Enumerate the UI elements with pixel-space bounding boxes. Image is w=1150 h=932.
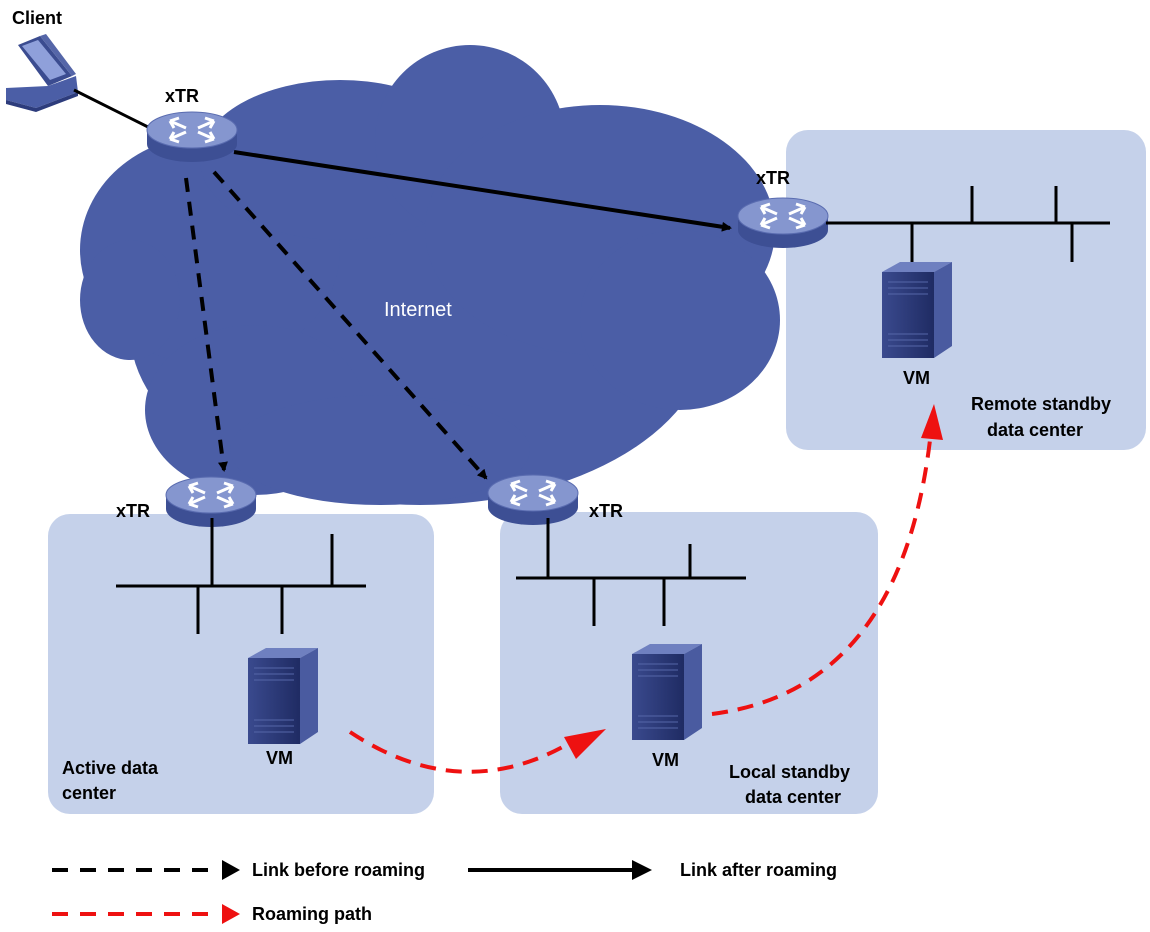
vm-label-local: VM <box>652 750 679 770</box>
link-after-roaming <box>233 150 732 232</box>
remote-dc-label-line2: data center <box>987 420 1083 440</box>
xtr-label-local: xTR <box>589 501 623 521</box>
roaming-path-active-to-local <box>348 730 569 774</box>
xtr-label-client-side: xTR <box>165 86 199 106</box>
vm-server-icon-active <box>247 647 319 745</box>
remote-dc-label-line1: Remote standby <box>971 394 1111 414</box>
internet-label: Internet <box>384 299 452 321</box>
roaming-arrowhead-local <box>564 729 606 759</box>
link-before-roaming-active <box>184 177 228 472</box>
vm-server-icon-remote <box>881 261 953 359</box>
local-dc-label-line1: Local standby <box>729 762 850 782</box>
remote-dc-lan <box>826 186 1110 262</box>
client-label: Client <box>12 8 62 28</box>
active-dc-panel <box>48 514 434 814</box>
active-dc-lan <box>116 518 366 634</box>
client-link <box>73 88 151 130</box>
vm-label-remote: VM <box>903 368 930 388</box>
roaming-path-local-to-remote <box>711 439 932 716</box>
vm-server-icon-local <box>631 643 703 741</box>
active-dc-label-line1: Active data <box>62 758 159 778</box>
router-icon-remote <box>736 196 830 250</box>
local-dc-label-line2: data center <box>745 787 841 807</box>
local-dc-lan <box>516 518 746 626</box>
router-icon-local <box>486 473 580 527</box>
router-icon-client-side <box>145 110 239 164</box>
legend-arrowhead-after <box>632 860 652 880</box>
internet-cloud <box>80 45 780 505</box>
desktop-computer-icon <box>6 34 78 112</box>
xtr-label-remote: xTR <box>756 168 790 188</box>
roaming-arrowhead-remote <box>921 404 943 440</box>
vm-label-active: VM <box>266 748 293 768</box>
legend-after-label: Link after roaming <box>680 860 837 880</box>
legend-roaming-label: Roaming path <box>252 904 372 924</box>
xtr-label-active: xTR <box>116 501 150 521</box>
legend-arrowhead-before <box>222 860 240 880</box>
legend: Link before roaming Link after roaming R… <box>52 860 837 924</box>
legend-before-label: Link before roaming <box>252 860 425 880</box>
legend-arrowhead-roaming <box>222 904 240 924</box>
active-dc-label-line2: center <box>62 783 116 803</box>
link-before-roaming-local <box>212 170 488 480</box>
